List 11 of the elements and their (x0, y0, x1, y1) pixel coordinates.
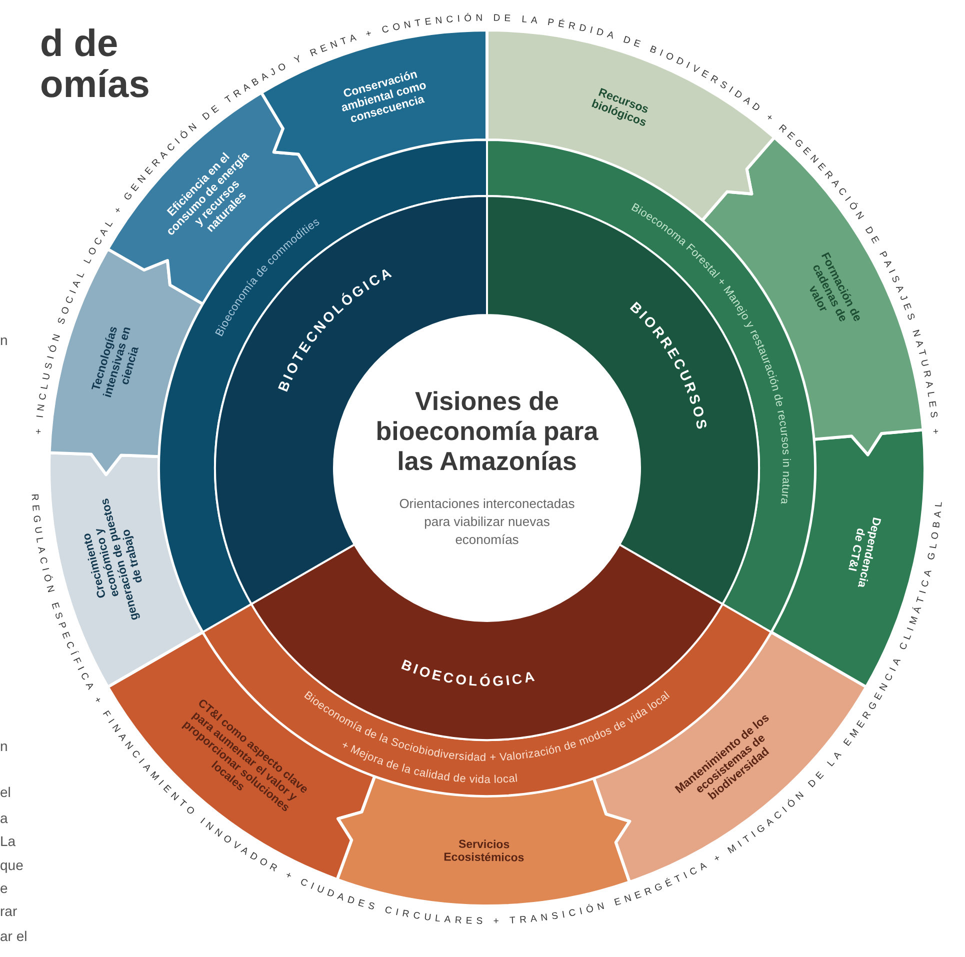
text-fragment: rar (0, 903, 18, 919)
text-fragment: a (0, 810, 8, 826)
page-title: d de omías (40, 24, 151, 106)
text-fragment: que (0, 857, 24, 873)
text-fragment: n (0, 332, 8, 348)
text-fragment: e (0, 880, 8, 896)
text-fragment: n (0, 738, 8, 754)
text-fragment: La (0, 833, 16, 849)
text-fragment: ar el (0, 928, 28, 944)
diagram-subtitle: Orientaciones interconectadas para viabilizar nuevas economías (398, 494, 576, 549)
text-fragment: el (0, 784, 11, 800)
